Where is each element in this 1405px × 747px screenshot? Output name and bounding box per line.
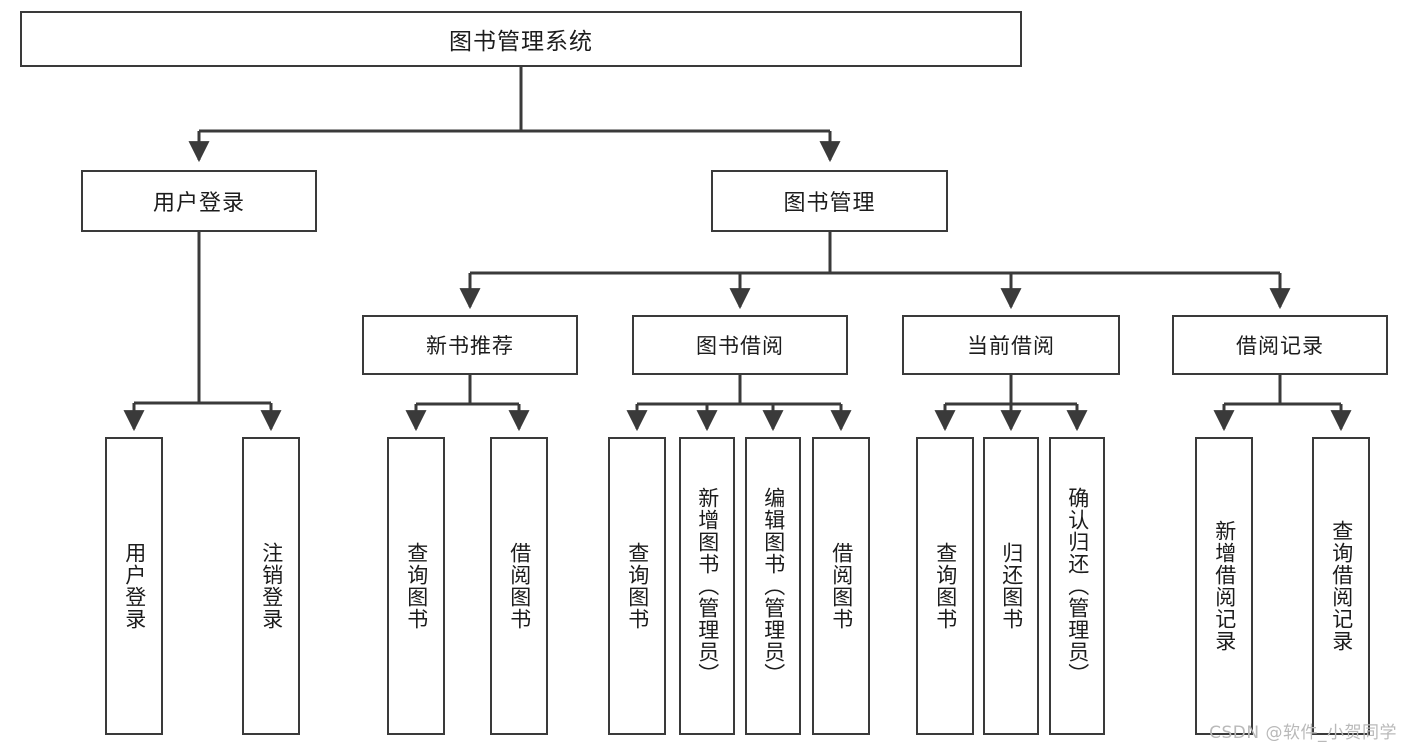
node-leaf-user-login-label: 用户登录: [122, 542, 147, 630]
node-leaf-query-borrow-record[interactable]: 查询借阅记录: [1312, 437, 1370, 735]
node-current-borrow[interactable]: 当前借阅: [902, 315, 1120, 375]
node-leaf-logout-login-label: 注销登录: [259, 542, 284, 630]
node-leaf-add-book-admin-label: 新增图书（管理员）: [695, 487, 720, 685]
node-borrow-record-label: 借阅记录: [1236, 334, 1324, 358]
node-leaf-return-book-label: 归还图书: [999, 542, 1024, 630]
node-leaf-user-login[interactable]: 用户登录: [105, 437, 163, 735]
node-leaf-query-book-3-label: 查询图书: [933, 542, 958, 630]
node-user-login-label: 用户登录: [152, 191, 245, 216]
node-leaf-confirm-return-admin-label: 确认归还（管理员）: [1065, 487, 1090, 685]
node-leaf-borrow-book-2-label: 借阅图书: [829, 542, 854, 630]
node-leaf-edit-book-admin-label: 编辑图书（管理员）: [761, 487, 786, 685]
node-book-borrow[interactable]: 图书借阅: [632, 315, 848, 375]
node-book-borrow-label: 图书借阅: [696, 334, 784, 358]
node-leaf-confirm-return-admin[interactable]: 确认归还（管理员）: [1049, 437, 1105, 735]
node-leaf-borrow-book-1-label: 借阅图书: [507, 542, 532, 630]
node-book-management[interactable]: 图书管理: [711, 170, 948, 232]
node-leaf-logout-login[interactable]: 注销登录: [242, 437, 300, 735]
node-leaf-borrow-book-1[interactable]: 借阅图书: [490, 437, 548, 735]
node-leaf-borrow-book-2[interactable]: 借阅图书: [812, 437, 870, 735]
node-leaf-query-book-1[interactable]: 查询图书: [387, 437, 445, 735]
node-borrow-record[interactable]: 借阅记录: [1172, 315, 1388, 375]
node-leaf-add-book-admin[interactable]: 新增图书（管理员）: [679, 437, 735, 735]
node-leaf-query-book-2-label: 查询图书: [625, 542, 650, 630]
node-leaf-query-book-2[interactable]: 查询图书: [608, 437, 666, 735]
node-leaf-edit-book-admin[interactable]: 编辑图书（管理员）: [745, 437, 801, 735]
node-leaf-query-book-1-label: 查询图书: [404, 542, 429, 630]
watermark-text: CSDN @软件_小贺同学: [1209, 723, 1397, 743]
node-user-login[interactable]: 用户登录: [81, 170, 317, 232]
node-new-book-recommend-label: 新书推荐: [426, 334, 514, 358]
node-root[interactable]: 图书管理系统: [20, 11, 1022, 67]
node-leaf-query-borrow-record-label: 查询借阅记录: [1329, 520, 1354, 652]
node-current-borrow-label: 当前借阅: [967, 334, 1055, 358]
node-leaf-add-borrow-record-label: 新增借阅记录: [1212, 520, 1237, 652]
node-leaf-return-book[interactable]: 归还图书: [983, 437, 1039, 735]
node-book-management-label: 图书管理: [783, 191, 876, 216]
node-leaf-add-borrow-record[interactable]: 新增借阅记录: [1195, 437, 1253, 735]
node-leaf-query-book-3[interactable]: 查询图书: [916, 437, 974, 735]
node-root-label: 图书管理系统: [449, 29, 593, 55]
node-new-book-recommend[interactable]: 新书推荐: [362, 315, 578, 375]
